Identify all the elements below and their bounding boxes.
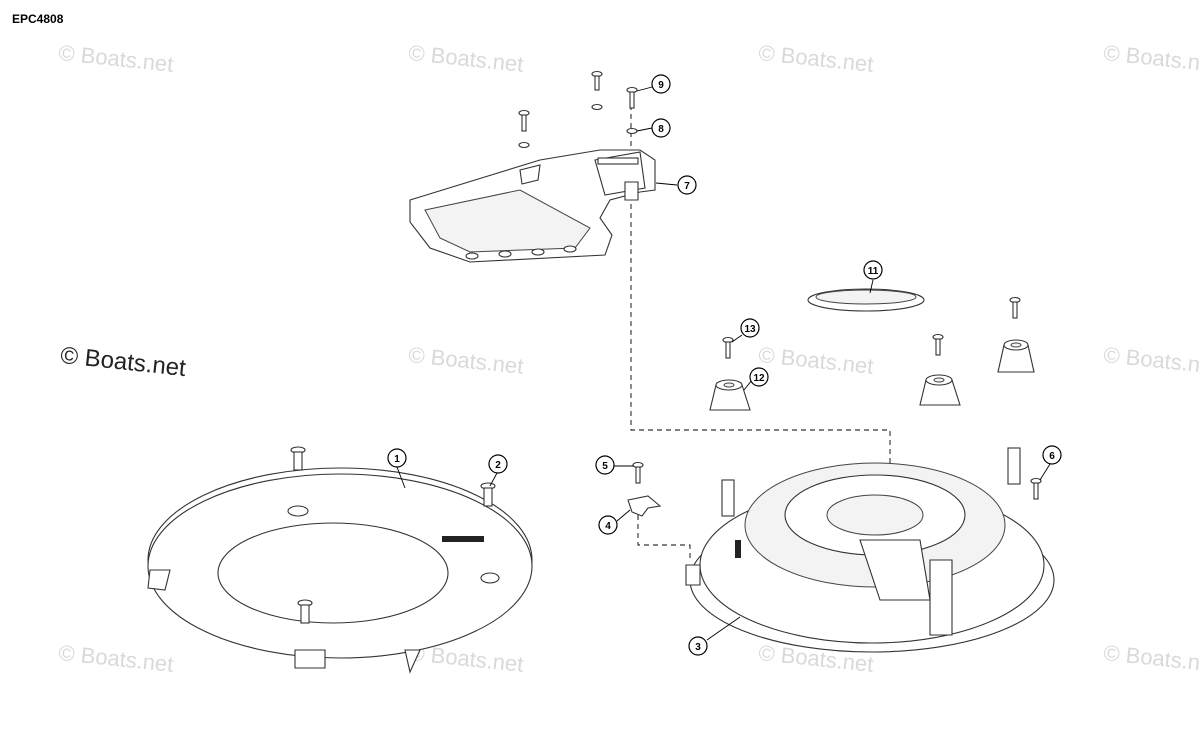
leader-line [636,127,653,132]
svg-text:1: 1 [394,454,400,465]
cap [807,288,925,312]
svg-text:12: 12 [753,373,765,384]
washer [626,127,638,135]
callout-3: 3 [688,636,708,656]
grommet [919,374,961,406]
callout-11: 11 [863,260,883,280]
screw [932,333,944,356]
svg-text:5: 5 [602,461,608,472]
callout-6: 6 [1042,445,1062,465]
washer [518,141,530,149]
screw [632,461,644,484]
screw [518,109,530,132]
leader-line [869,279,874,294]
screw [1030,477,1042,500]
grommet [997,339,1035,373]
callout-2: 2 [488,454,508,474]
svg-text:8: 8 [658,124,664,135]
screw [297,599,313,624]
callout-5: 5 [595,455,615,475]
leader-line [396,466,406,489]
leader-line [655,182,678,186]
svg-text:7: 7 [684,181,690,192]
callout-9: 9 [651,74,671,94]
svg-text:4: 4 [605,521,611,532]
grommet [709,379,751,411]
leader-line [616,509,631,522]
leader-line [706,616,741,641]
lower-housing-ring [147,467,533,674]
screw [480,482,496,507]
leader-line [489,472,498,487]
svg-text:2: 2 [495,460,501,471]
svg-text:6: 6 [1049,451,1055,462]
screw [722,336,734,359]
svg-text:13: 13 [744,324,756,335]
screw [626,86,638,109]
svg-text:11: 11 [868,266,879,277]
callout-1: 1 [387,448,407,468]
callout-4: 4 [598,515,618,535]
upper-cover-housing [685,447,1055,653]
clip [627,495,662,517]
callout-7: 7 [677,175,697,195]
assembly-line [630,105,891,470]
leader-line [636,86,653,92]
assembly-line [637,515,691,560]
callout-12: 12 [749,367,769,387]
callout-13: 13 [740,318,760,338]
svg-text:9: 9 [658,80,664,91]
washer [591,103,603,111]
leader-line [731,334,743,343]
leader-line [1039,463,1051,481]
screw [290,446,306,471]
part-label-marking [735,540,741,558]
screw [591,70,603,91]
intake-duct [409,149,656,263]
screw [1009,296,1021,319]
callout-8: 8 [651,118,671,138]
part-label-marking [442,536,484,542]
svg-text:3: 3 [695,642,701,653]
document-code: EPC4808 [12,12,64,26]
